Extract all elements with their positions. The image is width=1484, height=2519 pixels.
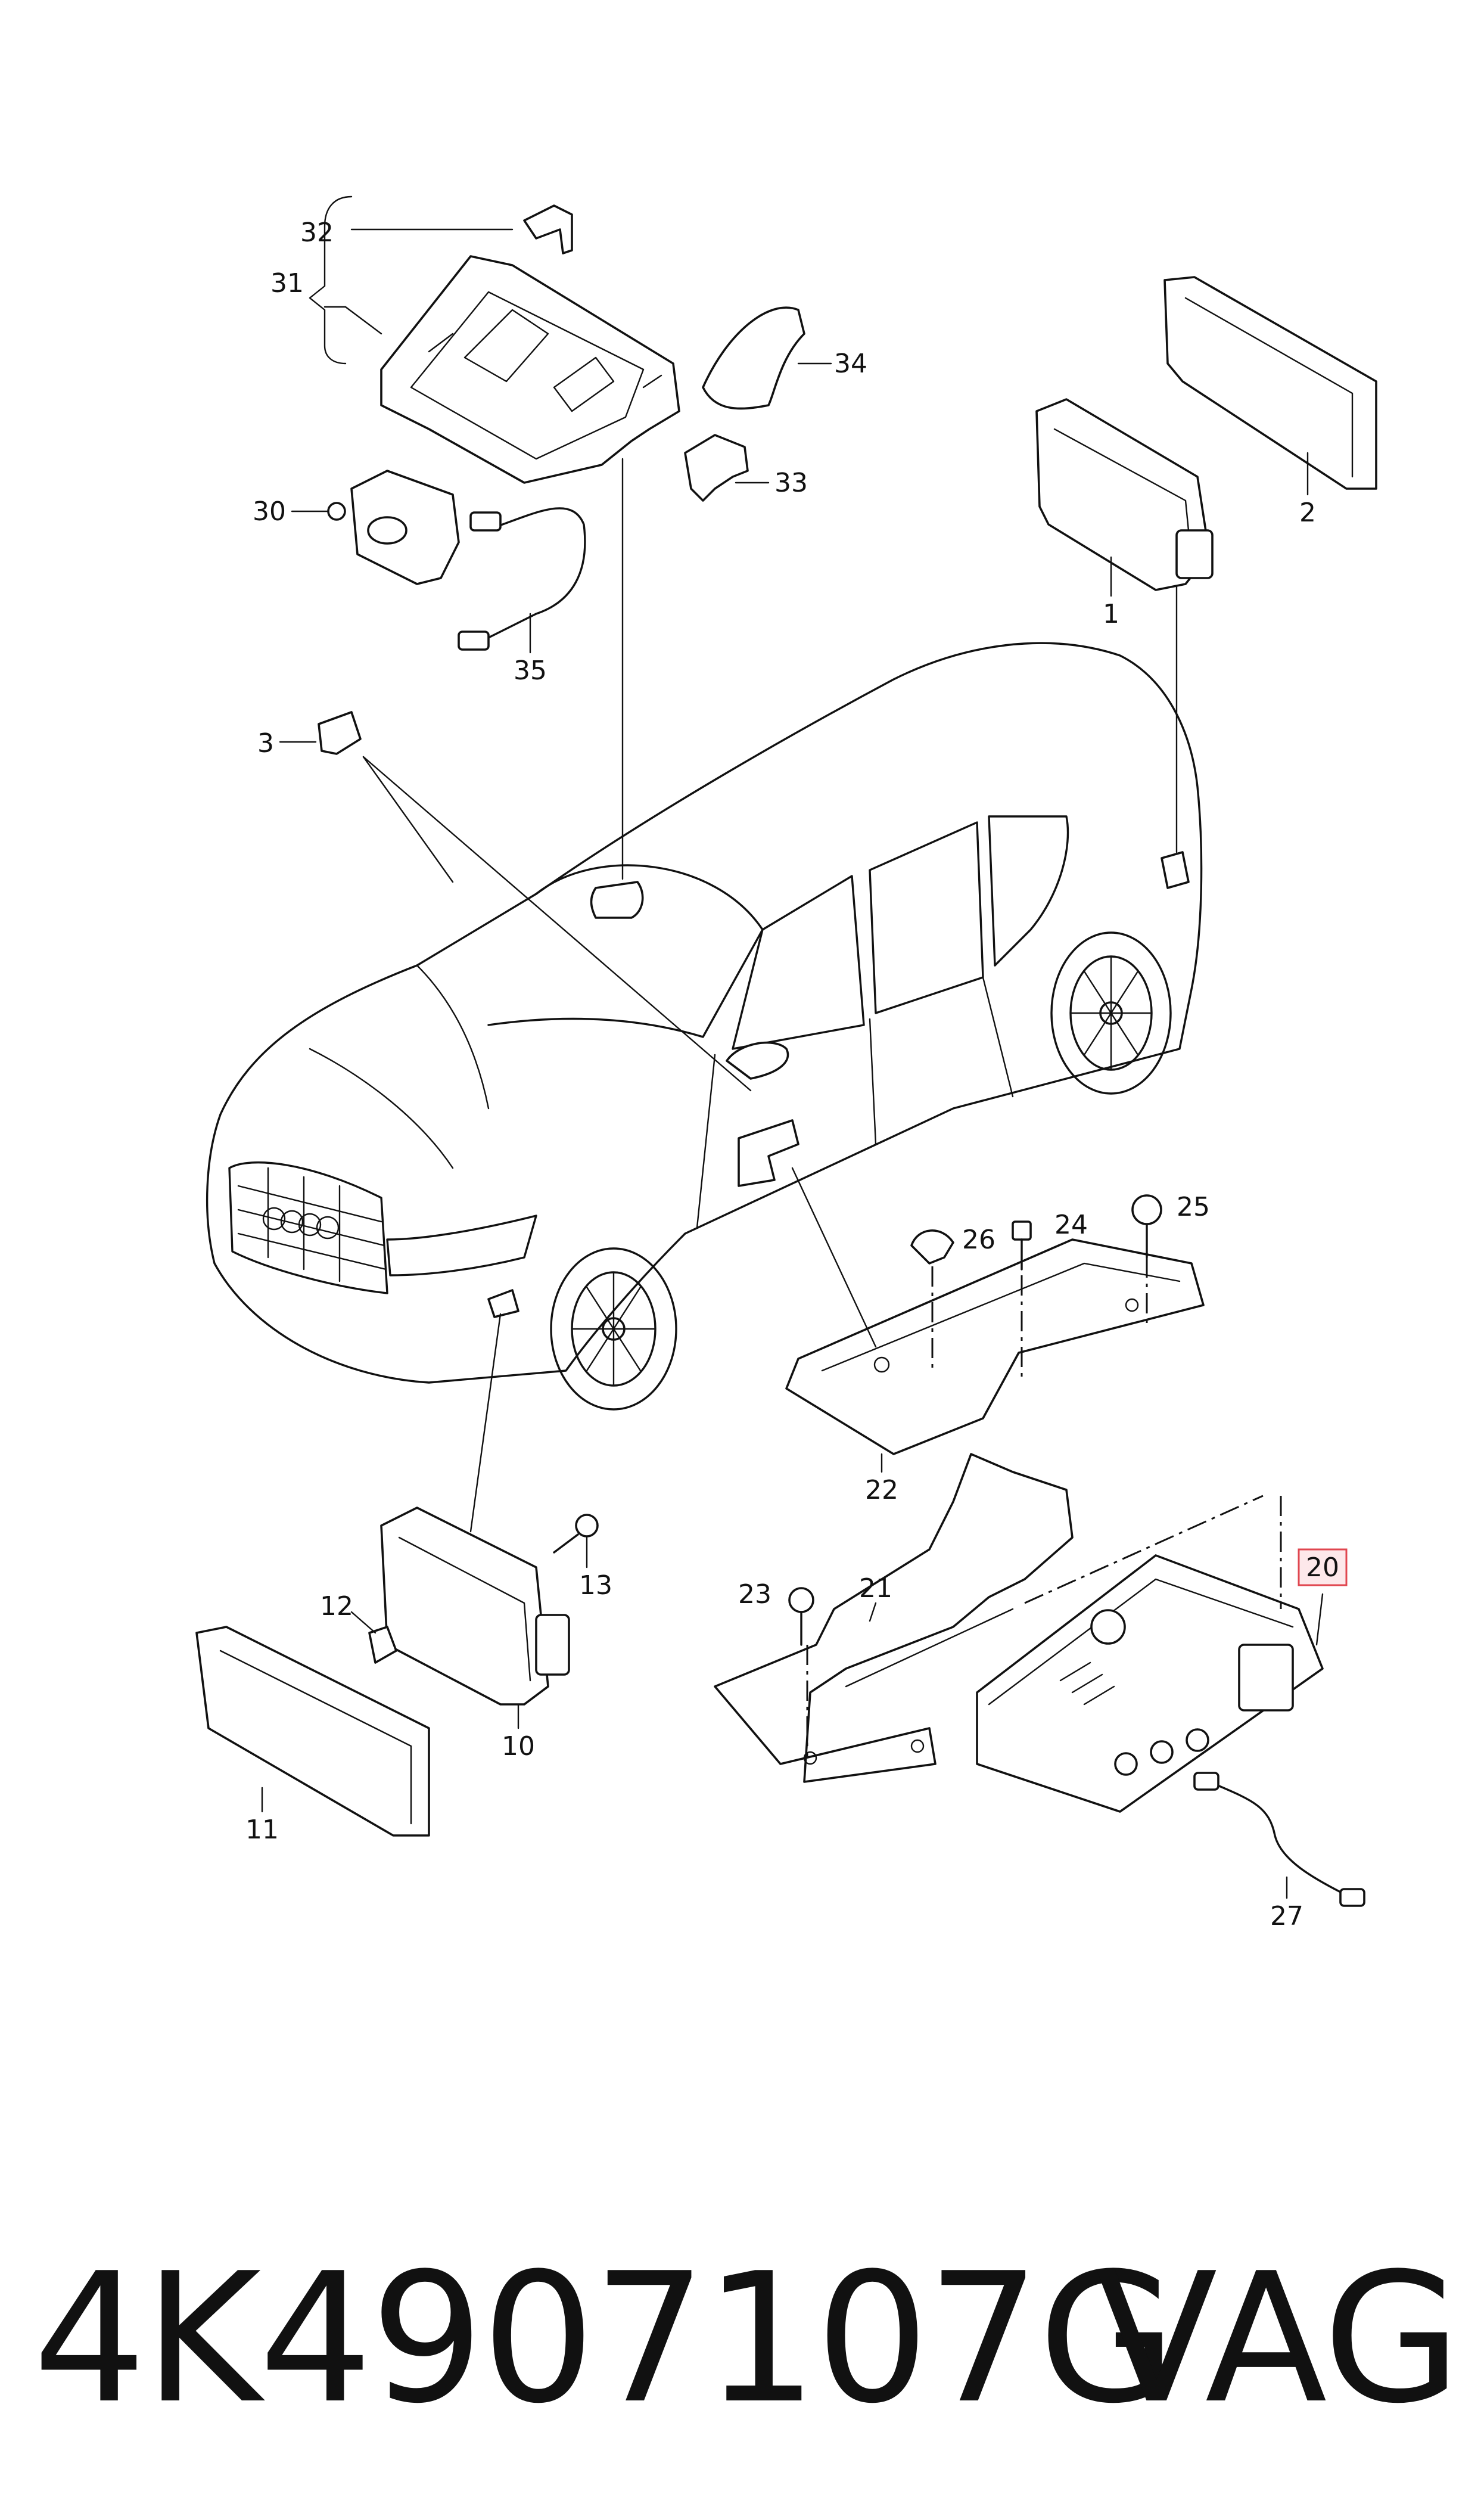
callout-2: 2 [1299, 498, 1316, 528]
callout-34: 34 [834, 349, 867, 379]
callout-20: 20 [1306, 1552, 1339, 1583]
part-1-control-module [1035, 398, 1214, 591]
callout-labels: 32 31 34 33 30 35 2 1 3 24 25 26 22 20 2… [245, 218, 1348, 1931]
part-23-bolt [788, 1587, 814, 1646]
leader-20 [1315, 1593, 1324, 1646]
part-12-clip [368, 1626, 397, 1664]
vehicle-outline [206, 642, 1203, 1411]
callout-21: 21 [859, 1573, 892, 1604]
callout-1: 1 [1103, 599, 1119, 629]
callout-12: 12 [320, 1591, 353, 1622]
callout-30: 30 [253, 496, 286, 527]
callout-35: 35 [514, 656, 547, 686]
leader-12 [350, 1611, 377, 1634]
callout-31: 31 [270, 268, 304, 299]
part-24-screw [1012, 1220, 1032, 1271]
part-26-clip [910, 1229, 954, 1265]
part-21-carrier [714, 1453, 1074, 1783]
brand-label: VAG [1095, 2235, 1461, 2443]
callout-3: 3 [257, 728, 274, 759]
part-20-control-unit [976, 1554, 1324, 1813]
callout-10: 10 [502, 1731, 535, 1762]
callout-24: 24 [1054, 1210, 1088, 1240]
part-13-bolt [553, 1514, 599, 1554]
leader-31 [323, 306, 382, 335]
part-27-cable [1193, 1772, 1365, 1907]
part-2-frame [1163, 276, 1377, 490]
part-25-bolt [1131, 1194, 1162, 1259]
part-35-cable [458, 507, 586, 651]
part-22-bracket [785, 1238, 1205, 1455]
callout-13: 13 [579, 1570, 612, 1601]
callout-27: 27 [1270, 1901, 1303, 1931]
callout-23: 23 [738, 1579, 771, 1610]
callout-33: 33 [774, 468, 808, 498]
part-30-camera [327, 470, 460, 585]
callout-11: 11 [245, 1815, 279, 1845]
leader-21 [869, 1602, 877, 1622]
part-34-cover [702, 306, 805, 410]
part-11-frame [195, 1626, 430, 1837]
callout-32: 32 [300, 218, 334, 248]
callout-22: 22 [865, 1475, 898, 1505]
part-3-sensor-cap [318, 711, 362, 755]
part-33-holder [684, 434, 749, 502]
part-31-mount-bracket [380, 255, 680, 484]
callout-26: 26 [962, 1225, 995, 1255]
part-10-radar-module [380, 1507, 570, 1706]
callout-20-highlight [1298, 1548, 1348, 1586]
assembly-leader-lines [362, 458, 1178, 1533]
part-number-label: 4K4907107G [33, 2235, 1177, 2443]
callout-25: 25 [1177, 1192, 1210, 1222]
axis-20 [1024, 1495, 1264, 1604]
part-32-clip [523, 204, 573, 254]
bracket-31 [309, 195, 353, 365]
